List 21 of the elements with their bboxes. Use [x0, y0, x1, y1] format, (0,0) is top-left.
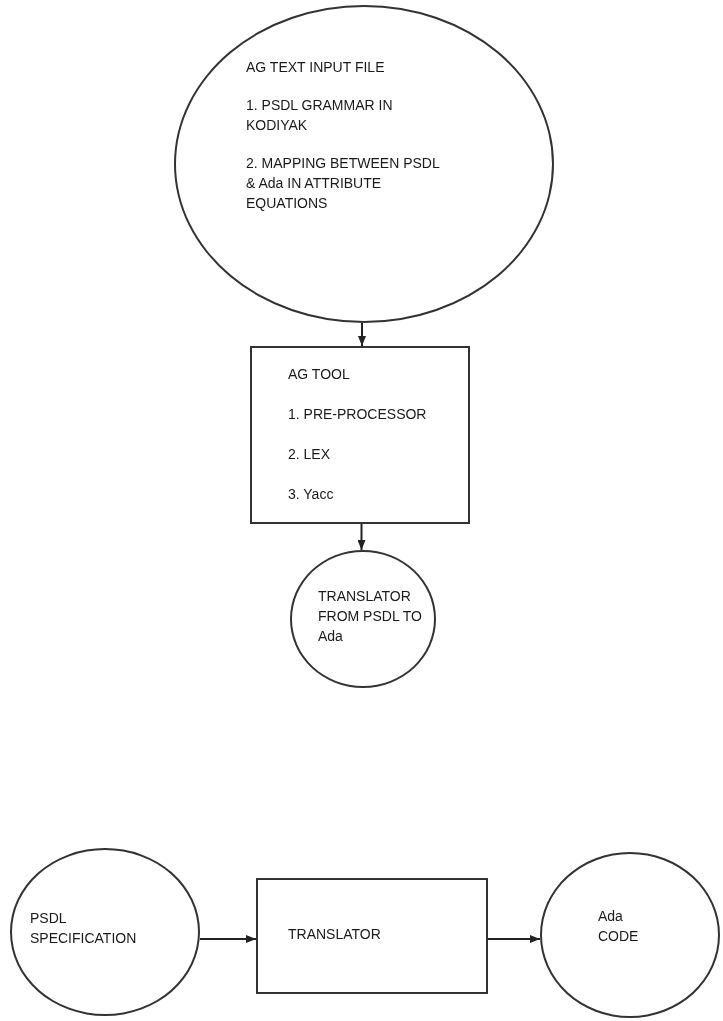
node-text: 1. PSDL GRAMMAR IN KODIYAK: [246, 96, 394, 135]
arrow: [357, 523, 366, 551]
ellipse-node: [10, 848, 200, 1016]
node-text: 2. MAPPING BETWEEN PSDL & Ada IN ATTRIBUTE EQUATIONS: [246, 154, 441, 213]
arrow: [487, 935, 541, 943]
arrow: [358, 322, 366, 347]
node-text: 2. LEX: [288, 445, 332, 464]
node-text: TRANSLATOR: [288, 925, 382, 944]
arrow: [199, 935, 257, 943]
ellipse-node: [174, 5, 554, 323]
process-box: [256, 878, 488, 994]
node-text: Ada CODE: [598, 907, 640, 946]
node-text: PSDL SPECIFICATION: [30, 909, 138, 948]
node-text: TRANSLATOR FROM PSDL TO Ada: [318, 587, 422, 646]
circle-node: [290, 550, 436, 688]
circle-node: [540, 852, 720, 1018]
node-text: AG TEXT INPUT FILE: [246, 58, 386, 77]
node-text: AG TOOL: [288, 365, 351, 384]
node-text: 3. Yacc: [288, 485, 335, 504]
node-text: 1. PRE-PROCESSOR: [288, 405, 428, 424]
process-box: [250, 346, 470, 524]
